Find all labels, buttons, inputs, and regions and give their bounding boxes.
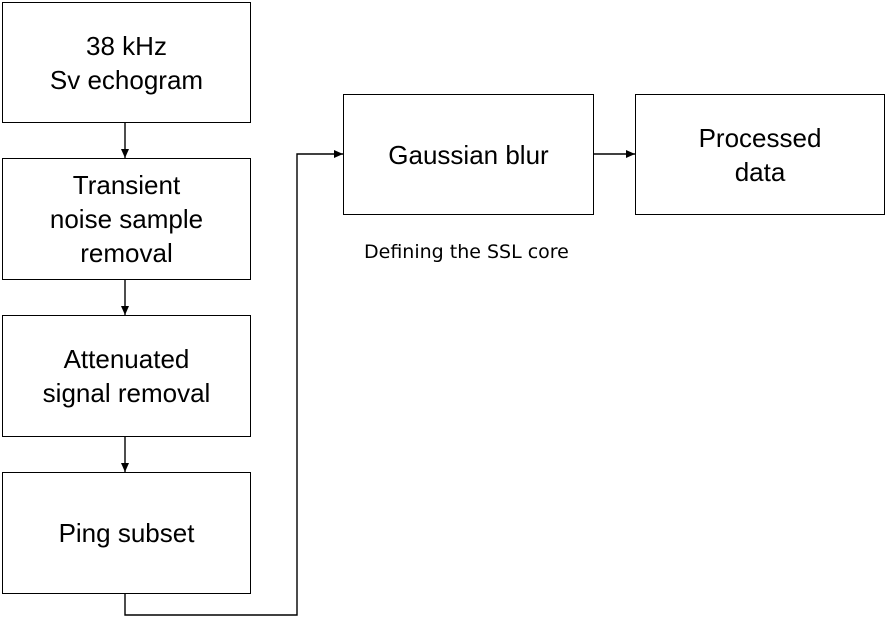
node-transient-noise-removal-label: Transient noise sample removal — [49, 170, 204, 268]
node-transient-noise-removal: Transient noise sample removal — [2, 158, 251, 280]
node-attenuated-signal-removal-label: Attenuated signal removal — [42, 344, 211, 408]
node-echogram-label: 38 kHz Sv echogram — [49, 30, 204, 95]
node-processed-data-label: Processed data — [698, 122, 822, 187]
node-echogram: 38 kHz Sv echogram — [2, 2, 251, 123]
node-gaussian-blur-label: Gaussian blur — [388, 139, 549, 170]
node-gaussian-blur: Gaussian blur — [343, 94, 594, 215]
node-processed-data: Processed data — [635, 94, 885, 215]
node-ping-subset: Ping subset — [2, 472, 251, 594]
ssl-core-caption: Defining the SSL core — [364, 241, 569, 263]
node-attenuated-signal-removal: Attenuated signal removal — [2, 315, 251, 437]
node-ping-subset-label: Ping subset — [58, 518, 195, 548]
edge-ping-to-gaussian — [124, 150, 343, 616]
